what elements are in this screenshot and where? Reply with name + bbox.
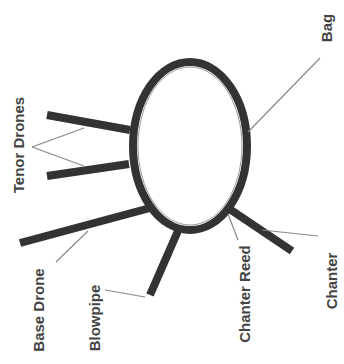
- bag-inner-outline: [138, 67, 242, 225]
- base-drone: [20, 208, 150, 243]
- leader-line: [248, 58, 320, 132]
- tenor-drone: [47, 115, 130, 130]
- leader-line: [56, 231, 88, 262]
- chanter: [228, 208, 292, 251]
- part-label: Base Drone: [31, 268, 46, 351]
- blowpipe: [150, 224, 181, 295]
- part-label: Blowpipe: [87, 285, 102, 352]
- part-label: Chanter Reed: [237, 245, 252, 343]
- tenor-drone: [47, 164, 129, 176]
- part-label: Chanter: [324, 253, 339, 310]
- part-label: Bag: [319, 14, 334, 42]
- leader-line: [228, 214, 238, 240]
- part-label: Tenor Drones: [11, 97, 26, 193]
- leader-line: [32, 147, 84, 166]
- bag-outline: [133, 62, 247, 230]
- leader-line: [32, 128, 84, 147]
- leader-line: [262, 230, 318, 236]
- leader-line: [105, 290, 145, 297]
